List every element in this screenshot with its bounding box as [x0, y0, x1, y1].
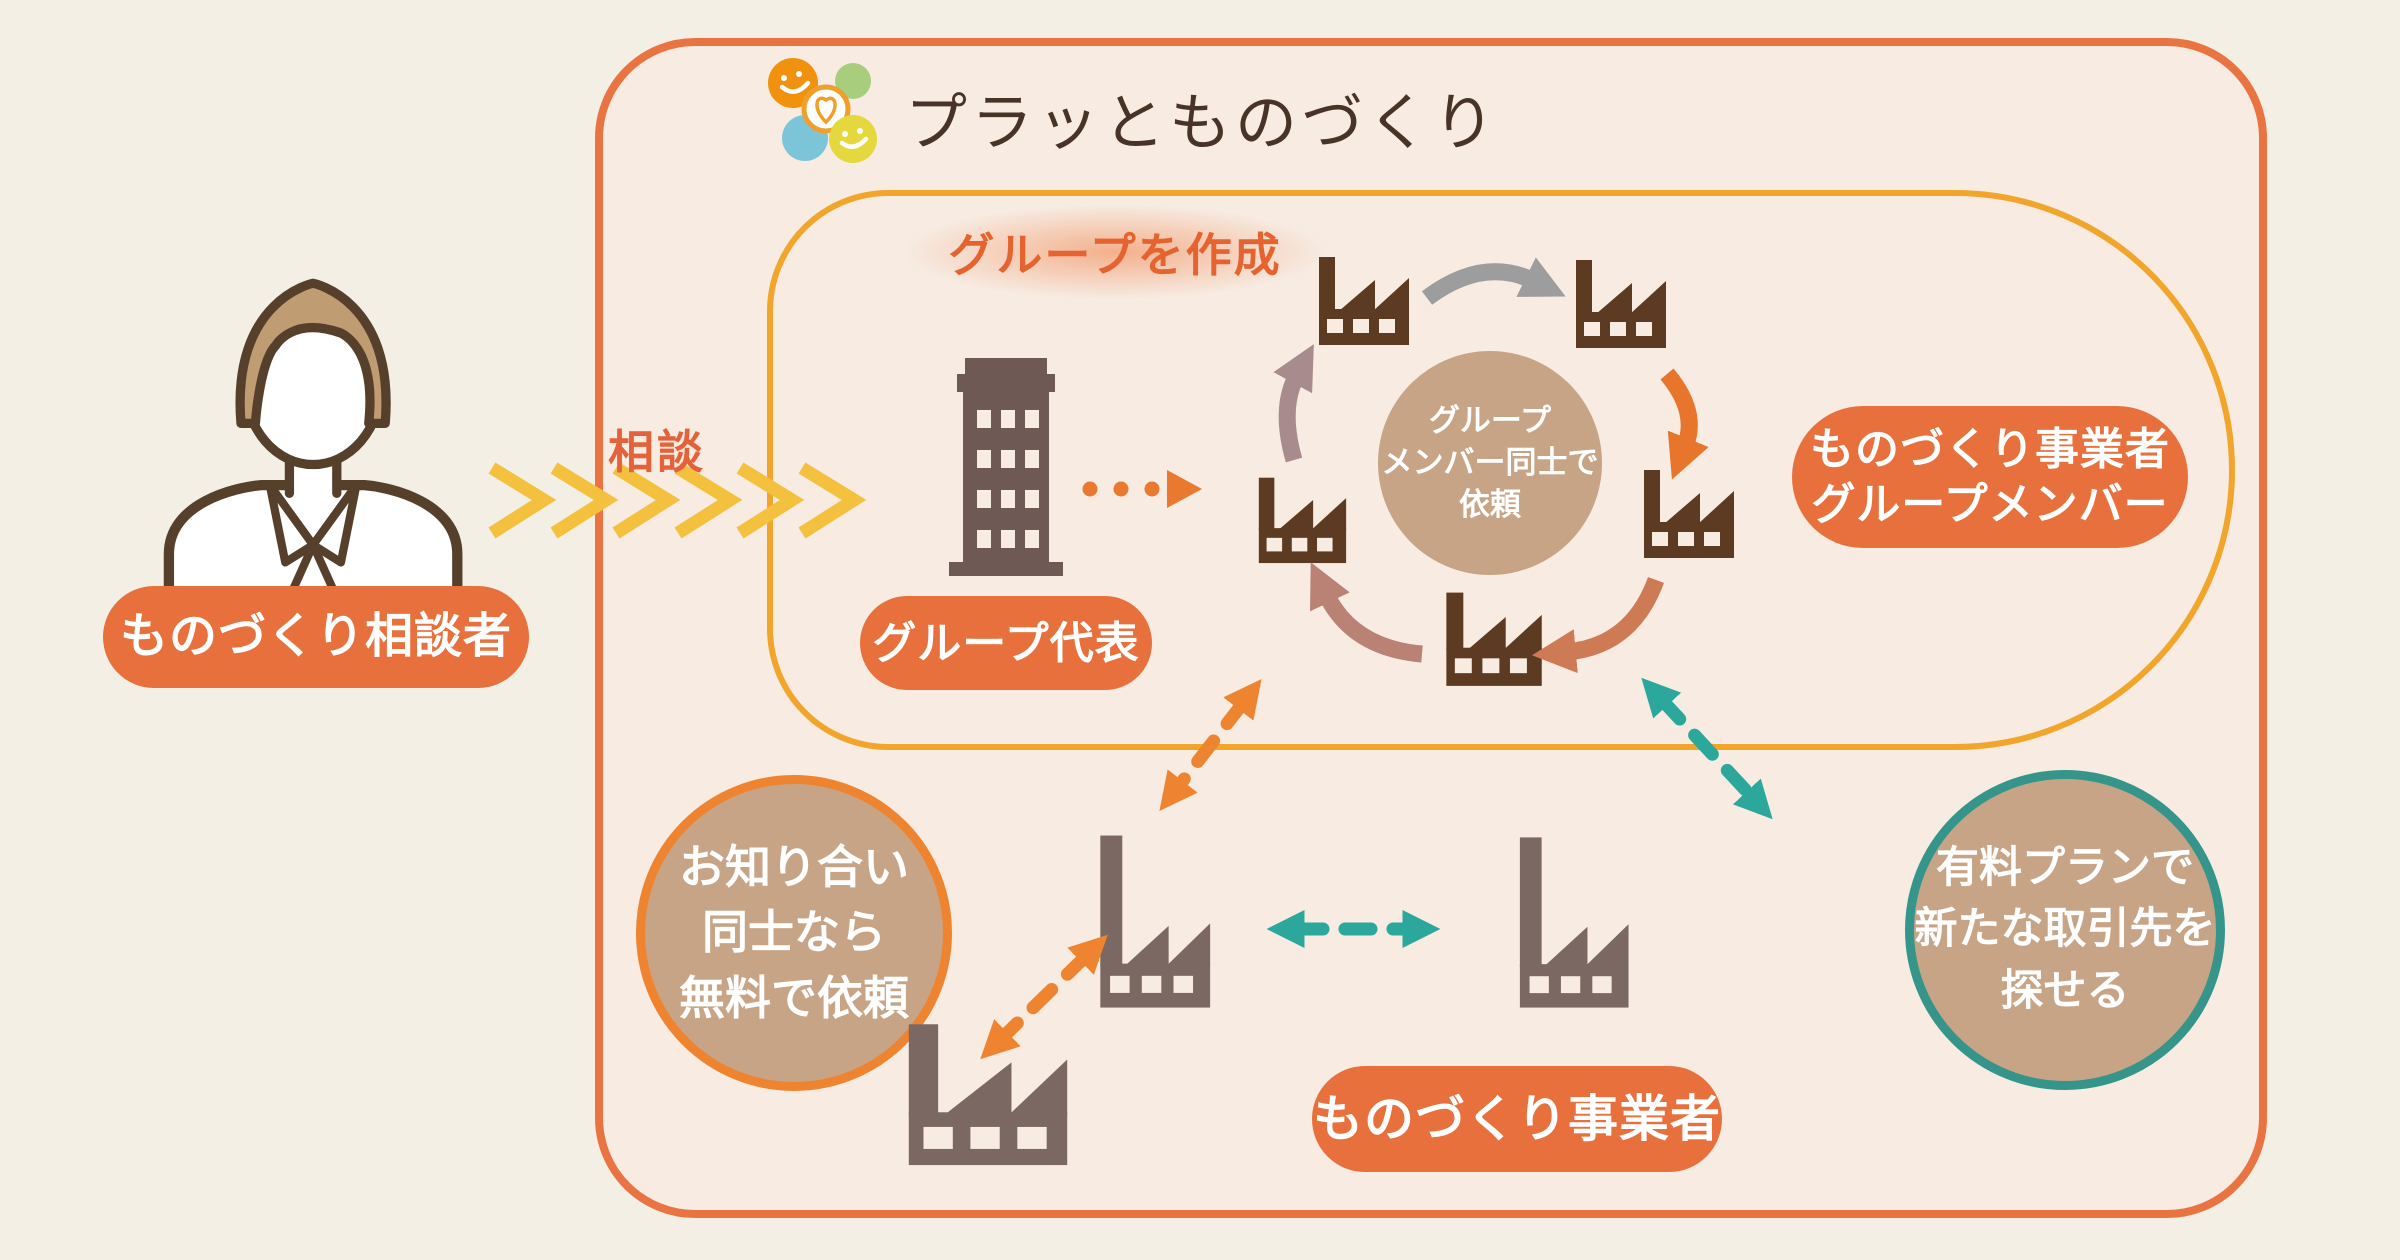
- logo-smiley-eye: [781, 75, 787, 81]
- consulter-person-icon: [163, 278, 463, 601]
- logo-smiley-mouth: [839, 136, 869, 149]
- chevron-right-icon: [674, 462, 743, 539]
- free-circle-line: 無料で依頼: [679, 971, 909, 1024]
- factory-icon-ring-right: [1644, 470, 1734, 558]
- logo-yellow-smiley-circle: [829, 115, 877, 163]
- chevron-right-icon: [488, 462, 557, 539]
- factory-icon-bottom-corner: [908, 1024, 1068, 1166]
- chevron-right-icon: [798, 462, 867, 539]
- create-group-heading: グループを作成: [845, 194, 1385, 310]
- logo-orange-smiley-circle: [768, 58, 818, 108]
- logo-green-circle: [835, 63, 871, 99]
- person-hair: [235, 278, 391, 428]
- factory-icon-ring-bottom: [1446, 592, 1542, 686]
- factory-icon-bottom-left: [1100, 835, 1211, 1008]
- dotted-arrow-right-icon: [1082, 470, 1202, 508]
- consulter-pill-label: ものづくり相談者: [119, 610, 512, 663]
- factory-icon-ring-top-left: [1319, 257, 1409, 345]
- arc-arrow-rose-icon: [1310, 562, 1423, 663]
- chevron-right-icon: [612, 462, 681, 539]
- logo-smiley-eye: [857, 128, 863, 134]
- free-circle-line: お知り合い: [679, 841, 909, 894]
- group-members-request-circle: グループ メンバー同士で 依頼: [1378, 351, 1602, 575]
- group-rep-pill-label: グループ代表: [872, 618, 1140, 668]
- paid-circle-line: 探せる: [2000, 966, 2130, 1015]
- person-collar-flap: [308, 481, 361, 567]
- chevron-flow-arrow: [488, 462, 867, 539]
- consult-label: 相談: [608, 426, 706, 478]
- consulter-pill: ものづくり相談者: [103, 586, 529, 688]
- arc-arrow-mauve-icon: [1273, 344, 1314, 463]
- arc-arrow-gray-icon: [1421, 257, 1566, 305]
- center-circle-line: メンバー同士で: [1381, 445, 1599, 481]
- chevron-right-icon: [550, 462, 619, 539]
- platto-logo-icon: [768, 58, 877, 163]
- office-building-icon: [949, 358, 1063, 576]
- free-circle-line: 同士なら: [702, 906, 886, 959]
- group-representative-pill: グループ代表: [860, 596, 1152, 690]
- chevron-right-icon: [736, 462, 805, 539]
- group-boundary-box: [767, 190, 2235, 750]
- member-pill-line: ものづくり事業者: [1810, 425, 2170, 474]
- paid-circle-line: 新たな取引先を: [1914, 905, 2216, 954]
- free-request-circle: お知り合い 同士なら 無料で依頼: [636, 775, 952, 1091]
- group-member-pill: ものづくり事業者 グループメンバー: [1792, 406, 2188, 548]
- operators-pill-label: ものづくり事業者: [1313, 1090, 1721, 1147]
- logo-lightbulb-icon: [801, 84, 851, 134]
- dashed-double-arrow-orange-icon: [1159, 678, 1262, 812]
- logo-bulb-filament: [815, 96, 837, 125]
- member-pill-line: グループメンバー: [1811, 480, 2169, 529]
- factory-icon-ring-top-right: [1576, 260, 1666, 348]
- logo-smiley-eye: [796, 71, 802, 77]
- dashed-double-arrow-orange-icon: [980, 934, 1108, 1060]
- factory-icon-ring-left: [1258, 477, 1347, 564]
- dashed-double-arrow-teal-icon: [1641, 677, 1773, 820]
- person-collar-flap: [265, 481, 318, 567]
- manufacturing-operators-pill: ものづくり事業者: [1312, 1066, 1722, 1172]
- logo-smiley-mouth: [779, 80, 811, 94]
- factory-icon-bottom-right: [1519, 837, 1629, 1008]
- arc-arrow-orange-icon: [1660, 368, 1709, 480]
- brand-title: プラッとものづくり: [905, 89, 1500, 158]
- paid-plan-circle: 有料プランで 新たな取引先を 探せる: [1905, 770, 2225, 1090]
- center-circle-line: 依頼: [1459, 486, 1521, 522]
- arc-arrow-salmon-icon: [1531, 576, 1664, 674]
- create-group-heading-text: グループを作成: [948, 229, 1282, 281]
- center-circle-line: グループ: [1428, 403, 1552, 439]
- paid-circle-line: 有料プランで: [1936, 844, 2194, 893]
- logo-smiley-eye: [842, 131, 848, 137]
